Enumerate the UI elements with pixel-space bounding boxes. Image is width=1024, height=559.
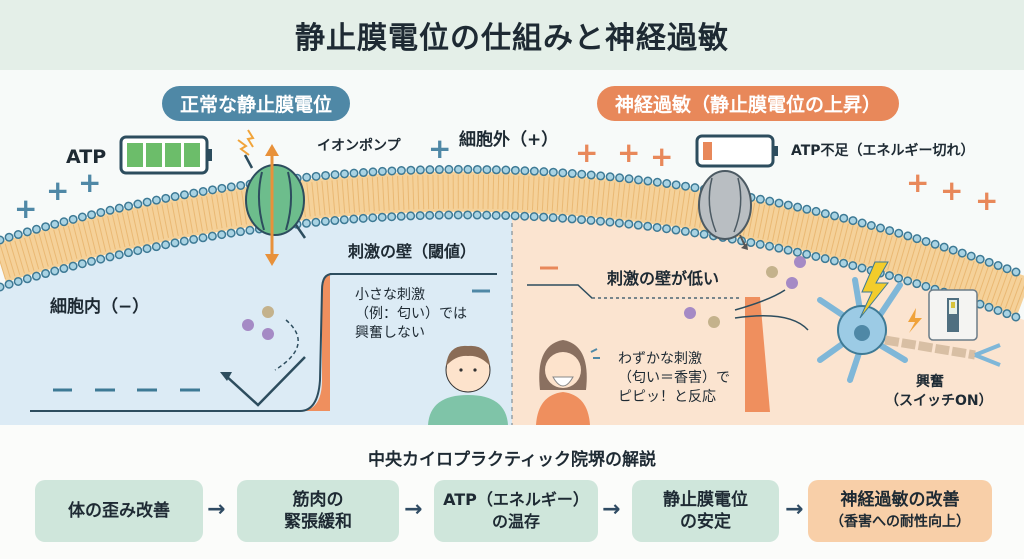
text-line: （匂い＝香害）で <box>618 370 730 386</box>
atp-label: ATP <box>66 146 107 168</box>
intracellular-right <box>512 215 1024 425</box>
step-text: 体の歪み改善 <box>68 501 170 521</box>
arrow-right-icon: → <box>207 497 226 522</box>
svg-text:+: + <box>940 174 963 207</box>
calm-person-avatar <box>428 345 508 425</box>
slight-stimulus-text: わずかな刺激 （匂い＝香害）で ピピッ！と反応 <box>618 350 730 407</box>
step-text: 神経過敏の改善 <box>840 490 960 510</box>
svg-text:+: + <box>975 184 998 217</box>
membrane-illustration: + + + + + + + + + + <box>0 70 1024 425</box>
small-stimulus-text: 小さな刺激 （例：匂い）では 興奮しない <box>355 286 467 343</box>
step-text: 静止膜電位 <box>663 490 748 510</box>
svg-text:+: + <box>575 136 598 169</box>
lipid-tails <box>0 171 1024 316</box>
flow-step-1: 体の歪み改善 <box>35 480 203 542</box>
arrow-right-icon: → <box>602 497 621 522</box>
text-line: 興奮しない <box>355 325 425 341</box>
intracellular-left <box>0 214 512 425</box>
text-line: 小さな刺激 <box>355 287 425 303</box>
atp-shortage-label: ATP不足（エネルギー切れ） <box>791 143 975 159</box>
arrow-right-icon: → <box>404 497 423 522</box>
failing-pump-icon <box>698 170 752 250</box>
threshold-label: 刺激の壁（閾値） <box>348 242 477 261</box>
ion-pump-label: イオンポンプ <box>317 138 401 154</box>
hypersensitive-heading: 神経過敏（静止膜電位の上昇） <box>597 86 900 121</box>
step-text: ATP（エネルギー） <box>443 490 589 509</box>
text-line: わずかな刺激 <box>618 351 702 367</box>
text-line: （スイッチON） <box>885 393 993 409</box>
svg-text:+: + <box>617 136 640 169</box>
step-text: （香害への耐性向上） <box>830 514 970 530</box>
svg-text:+: + <box>906 166 929 199</box>
title-band: 静止膜電位の仕組みと神経過敏 <box>0 0 1024 70</box>
arrow-right-icon: → <box>785 497 804 522</box>
explanation-flow: 中央カイロプラクティック院堺の解説 体の歪み改善 → 筋肉の緊張緩和 → ATP… <box>0 425 1024 559</box>
intracellular-label: 細胞内（−） <box>50 297 150 317</box>
positive-charge-icons-right: + + + + + + <box>575 136 998 217</box>
full-battery-icon <box>119 135 212 175</box>
sensitive-person-avatar <box>536 340 600 425</box>
low-threshold-label: 刺激の壁が低い <box>607 269 720 288</box>
neuron-icon <box>817 261 1001 383</box>
svg-text:+: + <box>650 140 673 173</box>
switch-on-icon <box>928 289 978 341</box>
svg-text:+: + <box>14 192 37 225</box>
excitation-label: 興奮 （スイッチON） <box>885 373 993 411</box>
normal-threshold-graph <box>30 273 497 412</box>
page-title: 静止膜電位の仕組みと神経過敏 <box>295 21 729 56</box>
flow-step-5: 神経過敏の改善 （香害への耐性向上） <box>808 480 992 542</box>
step-text: の温存 <box>491 512 540 531</box>
step-text: 筋肉の <box>292 490 344 510</box>
flow-heading: 中央カイロプラクティック院堺の解説 <box>368 450 656 470</box>
text-line: ピピッ！と反応 <box>618 389 716 405</box>
step-text: の安定 <box>680 512 731 532</box>
svg-text:+: + <box>46 174 69 207</box>
text-line: （例：匂い）では <box>355 306 467 322</box>
normal-heading: 正常な静止膜電位 <box>162 86 351 121</box>
low-battery-icon <box>695 134 778 168</box>
low-threshold-graph <box>527 256 809 412</box>
membrane-diagram: + + + + + + + + + + <box>0 70 1024 425</box>
ion-pump-icon <box>237 129 307 266</box>
flow-step-2: 筋肉の緊張緩和 <box>237 480 399 542</box>
extracellular-label: 細胞外（+） <box>459 130 559 150</box>
text-line: 興奮 <box>916 374 944 390</box>
flow-step-3: ATP（エネルギー） の温存 <box>434 480 598 542</box>
positive-charge-icons: + + + + <box>14 132 451 225</box>
flow-step-4: 静止膜電位の安定 <box>632 480 779 542</box>
step-text: 緊張緩和 <box>284 512 352 532</box>
svg-text:+: + <box>428 132 451 165</box>
svg-text:+: + <box>78 166 101 199</box>
